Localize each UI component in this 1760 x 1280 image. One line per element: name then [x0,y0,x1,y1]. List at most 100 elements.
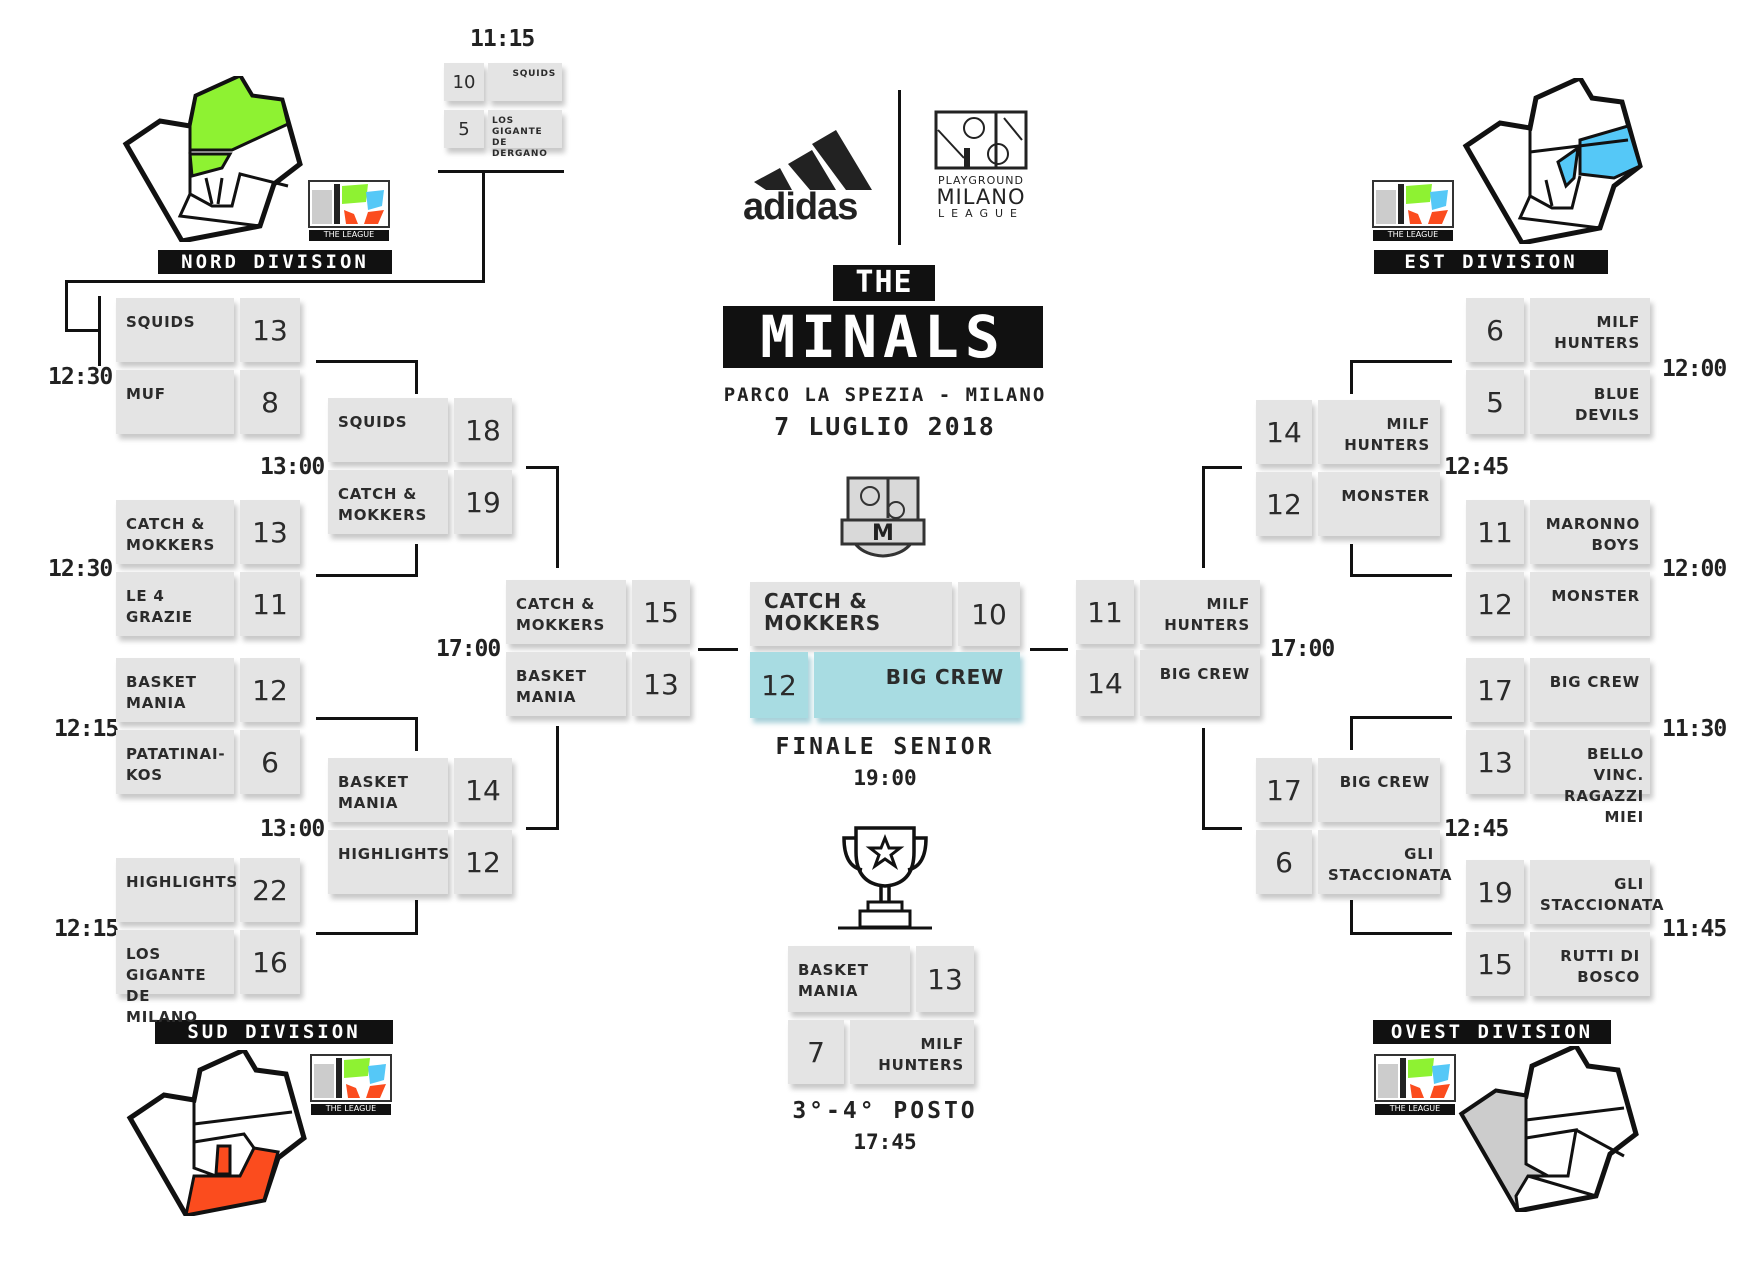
svg-text:M: M [872,521,894,546]
league-crest-icon: M [840,474,926,560]
team-score: 6 [1466,298,1524,362]
third-place-label: 3°-4° POSTO [792,1098,978,1124]
team-name: HIGHLIGHTS [328,830,449,894]
connector [415,900,418,935]
connector [1202,466,1242,469]
connector [1350,360,1452,363]
connector [1350,932,1452,935]
team-name: MUF [116,370,234,434]
division-label-nord: NORD DIVISION [158,250,392,274]
team-score: 7 [788,1020,844,1084]
connector [316,932,418,935]
match-time: 12:15 [54,916,119,942]
team-name: BASKET MANIA [116,658,234,722]
team-score: 15 [1466,932,1524,996]
team-name: HIGHLIGHTS [116,858,237,922]
team-name: BASKET MANIA [788,946,910,1012]
match-time: 17:00 [1270,636,1335,662]
connector [415,717,418,751]
connector [1350,544,1353,577]
team-score: 19 [454,470,512,534]
team-score: 13 [1466,730,1524,794]
league-badge-label: THE LEAGUE [1389,1104,1441,1113]
team-name: BASKET MANIA [506,652,626,716]
connector [1202,466,1205,568]
connector [316,717,418,720]
team-score: 18 [454,398,512,462]
nord-division-map [122,76,303,242]
division-label-ovest: OVEST DIVISION [1373,1020,1611,1044]
match-time: 12:45 [1444,816,1509,842]
match-time: 11:30 [1662,716,1727,742]
team-name: MILF HUNTERS [1140,580,1260,644]
team-score: 19 [1466,860,1524,924]
adidas-wordmark: adidas [743,186,858,228]
team-name: RUTTI DI BOSCO [1530,932,1650,996]
team-name: SQUIDS [116,298,234,362]
team-score: 11 [1466,500,1524,564]
team-name: MARONNO BOYS [1530,500,1650,564]
court-map-icon [934,110,1028,170]
division-label-sud: SUD DIVISION [155,1020,393,1044]
team-score: 14 [1076,650,1134,716]
team-score: 17 [1256,758,1312,822]
division-label-est: EST DIVISION [1374,250,1608,274]
team-name: CATCH & MOKKERS [750,582,952,646]
team-score: 6 [240,730,300,794]
ovest-division-map [1458,1046,1639,1212]
header-divider [898,90,901,245]
team-name: BIG CREW [1530,658,1650,722]
team-score: 5 [444,110,484,148]
est-division-map [1462,78,1643,244]
team-score: 11 [240,572,300,636]
team-name: GLI STACCIONATA [1530,860,1664,924]
league-badge-icon: THE LEAGUE [1372,180,1454,242]
connector [1350,360,1353,394]
third-place-time: 17:45 [853,1130,917,1154]
connector [698,648,738,651]
team-score: 17 [1466,658,1524,722]
match-time: 11:45 [1662,916,1727,942]
connector [98,296,101,366]
team-score-winner: 12 [750,652,808,718]
team-score: 13 [240,298,300,362]
match-time: 12:15 [54,716,119,742]
team-name: BIG CREW [1318,758,1440,822]
connector [1030,648,1068,651]
team-score: 8 [240,370,300,434]
connector [65,280,485,283]
team-name: MILF HUNTERS [1530,298,1650,362]
adidas-stripes-icon [754,130,872,190]
team-name: MILF HUNTERS [1318,400,1440,464]
team-name: LOS GIGANTE DE DERGANO [488,110,562,159]
venue: PARCO LA SPEZIA - MILANO [723,384,1047,406]
connector [438,170,564,173]
connector [1350,900,1353,935]
team-name: CATCH & MOKKERS [116,500,234,564]
team-score: 10 [444,63,484,101]
team-name: BASKET MANIA [328,758,448,822]
connector [65,280,68,332]
team-score: 16 [240,930,300,994]
connector [1202,728,1205,830]
team-score: 14 [1256,400,1312,464]
league-badge-icon: THE LEAGUE [308,180,390,242]
trophy-icon [838,824,932,934]
league-badge-icon: THE LEAGUE [310,1054,392,1116]
league-line3: LEAGUE [938,207,1024,220]
team-name: LE 4 GRAZIE [116,572,234,636]
league-line1: PLAYGROUND [938,174,1024,187]
team-score: 13 [632,652,690,716]
connector [526,827,558,830]
connector [556,466,559,568]
connector [65,329,101,332]
team-score: 15 [632,580,690,644]
match-time: 11:15 [470,26,535,52]
connector [1350,716,1353,750]
connector [1350,574,1452,577]
event-date: 7 LUGLIO 2018 [774,412,996,441]
team-name-winner: BIG CREW [814,652,1020,718]
connector [415,544,418,577]
team-score: 13 [240,500,300,564]
team-name: BELLO VINC. RAGAZZI MIEI [1530,730,1650,826]
